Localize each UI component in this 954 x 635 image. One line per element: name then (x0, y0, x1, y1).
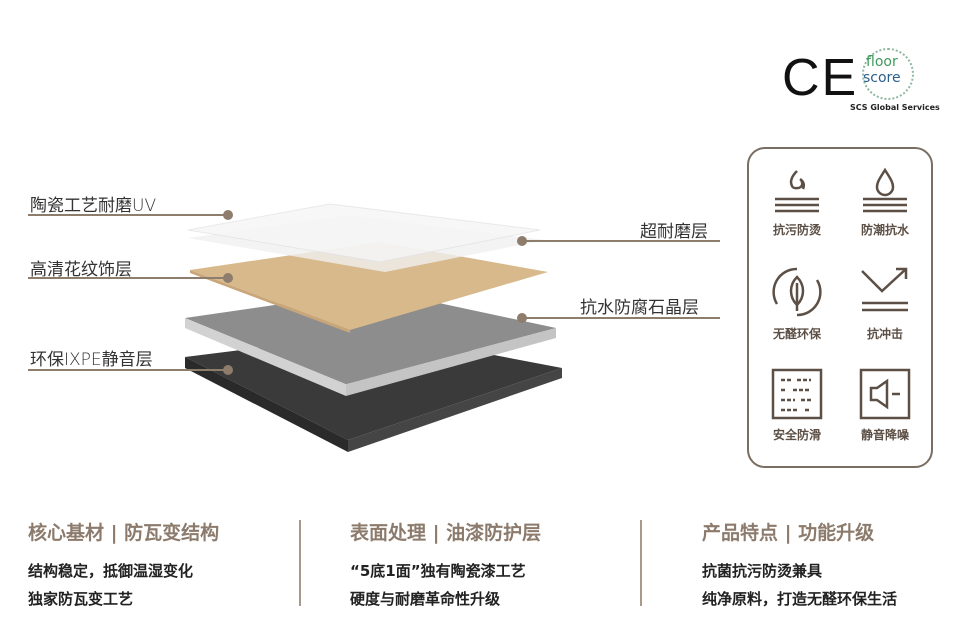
column-line: 结构稳定，抵御温湿变化 (28, 562, 194, 580)
column-line: “5底1面”独有陶瓷漆工艺 (350, 562, 526, 580)
leaf-recycle-icon (772, 267, 822, 317)
column-line: 独家防瓦变工艺 (28, 590, 134, 608)
features-panel (747, 147, 933, 468)
feature-impact: 抗冲击 (845, 265, 925, 342)
column-line: 抗菌抗污防烫兼具 (702, 562, 823, 580)
column-line: 纯净原料，打造无醛环保生活 (702, 590, 898, 608)
feature-label: 无醛环保 (772, 327, 821, 341)
divider (299, 520, 301, 606)
pointer-dot (517, 313, 527, 323)
feature-label: 安全防滑 (772, 428, 821, 442)
feature-stain-heat: 抗污防烫 (757, 165, 837, 238)
floorscore-sub: SCS Global Services (850, 103, 940, 112)
pointer-dot (223, 210, 233, 220)
floorscore-ring (862, 48, 914, 100)
fire-icon (775, 170, 819, 213)
column-core-substrate: 核心基材 | 防瓦变结构 结构稳定，抵御温湿变化 独家防瓦变工艺 (28, 518, 219, 613)
feature-label: 抗冲击 (866, 327, 903, 341)
feature-label: 防潮抗水 (860, 223, 909, 237)
floorscore-text-2: score (863, 70, 901, 86)
column-surface-treatment: 表面处理 | 油漆防护层 “5底1面”独有陶瓷漆工艺 硬度与耐磨革命性升级 (350, 518, 541, 613)
layer-label-uv: 陶瓷工艺耐磨UV (30, 196, 157, 216)
impact-arrow-icon (861, 267, 908, 312)
feature-formaldehyde-free: 无醛环保 (757, 265, 837, 342)
column-title: 表面处理 | 油漆防护层 (350, 522, 542, 544)
pointer-dot (223, 273, 233, 283)
floorscore-text-1: floor (866, 54, 898, 70)
layer-label-decor: 高清花纹饰层 (30, 260, 132, 280)
ce-mark-logo: CE (782, 49, 859, 107)
divider (640, 520, 642, 606)
feature-moisture: 防潮抗水 (845, 165, 925, 238)
uv-layer (187, 203, 541, 263)
floorscore-logo: floor score SCS Global Services (850, 48, 940, 114)
anti-slip-texture-icon (771, 368, 823, 420)
stone-core-layer (185, 290, 556, 384)
pointer-dot (517, 236, 527, 246)
water-drop-icon (863, 167, 907, 213)
wood-decor-layer (190, 242, 548, 330)
column-product-features: 产品特点 | 功能升级 抗菌抗污防烫兼具 纯净原料，打造无醛环保生活 (702, 518, 897, 613)
feature-noise-reduction: 静音降噪 (845, 368, 925, 443)
column-line: 硬度与耐磨革命性升级 (350, 590, 501, 608)
pointer-dot (223, 365, 233, 375)
layer-label-wear: 超耐磨层 (640, 222, 708, 242)
feature-anti-slip: 安全防滑 (757, 368, 837, 443)
layer-stack-illustration (185, 203, 562, 452)
feature-label: 抗污防烫 (772, 223, 821, 237)
column-title: 产品特点 | 功能升级 (702, 522, 875, 544)
feature-label: 静音降噪 (860, 428, 909, 442)
layer-label-ixpe: 环保IXPE静音层 (30, 350, 153, 370)
layer-label-stone: 抗水防腐石晶层 (580, 298, 699, 318)
speaker-mute-icon (859, 368, 911, 420)
column-title: 核心基材 | 防瓦变结构 (28, 522, 220, 544)
